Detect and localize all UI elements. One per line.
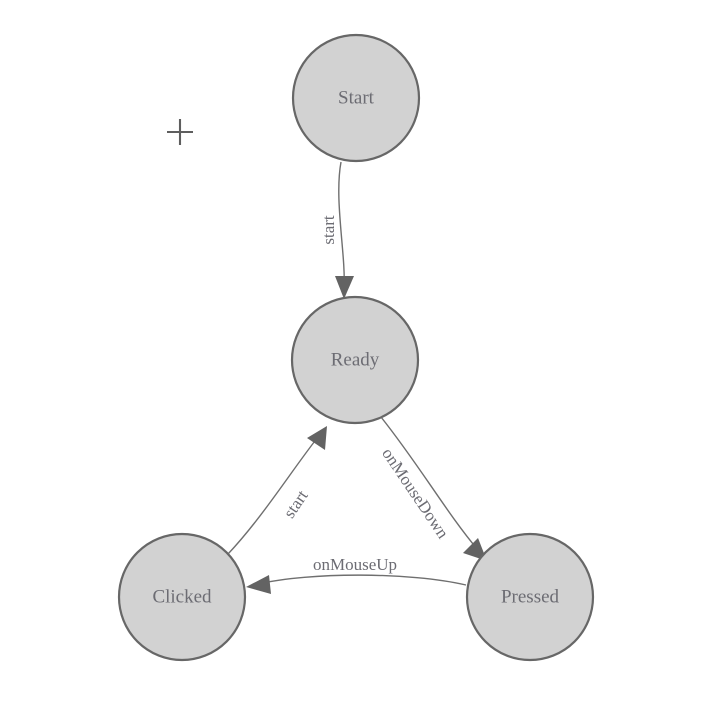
- edge-path: [380, 416, 479, 551]
- edge-pressed-to-clicked[interactable]: onMouseUp: [246, 555, 467, 594]
- edge-label: onMouseDown: [378, 444, 453, 542]
- node-label: Ready: [331, 349, 380, 370]
- edge-path: [257, 574, 467, 586]
- node-start[interactable]: Start: [291, 33, 421, 163]
- arrowhead-icon: [307, 426, 327, 450]
- node-shape[interactable]: [465, 532, 595, 662]
- node-label: Pressed: [501, 586, 560, 607]
- edge-ready-to-pressed[interactable]: onMouseDown: [378, 416, 487, 561]
- node-shape[interactable]: [291, 33, 421, 163]
- node-pressed[interactable]: Pressed: [465, 532, 595, 662]
- node-label: Start: [338, 87, 375, 108]
- node-clicked[interactable]: Clicked: [117, 532, 247, 662]
- node-ready[interactable]: Ready: [290, 295, 420, 425]
- crosshair-icon[interactable]: [167, 119, 193, 145]
- edge-clicked-to-ready[interactable]: start: [227, 426, 327, 555]
- edge-label: onMouseUp: [313, 555, 397, 574]
- arrowhead-icon: [463, 538, 487, 561]
- node-label: Clicked: [152, 586, 212, 607]
- edge-path: [338, 161, 345, 289]
- node-shape[interactable]: [290, 295, 420, 425]
- edge-path: [227, 436, 319, 555]
- node-shape[interactable]: [117, 532, 247, 662]
- edge-start-to-ready[interactable]: start: [319, 161, 354, 299]
- node-layer: Start Ready Clicked Pressed: [117, 33, 595, 662]
- edge-label: start: [280, 486, 312, 521]
- arrowhead-icon: [335, 276, 354, 299]
- edge-label: start: [319, 215, 338, 245]
- arrowhead-icon: [246, 575, 271, 594]
